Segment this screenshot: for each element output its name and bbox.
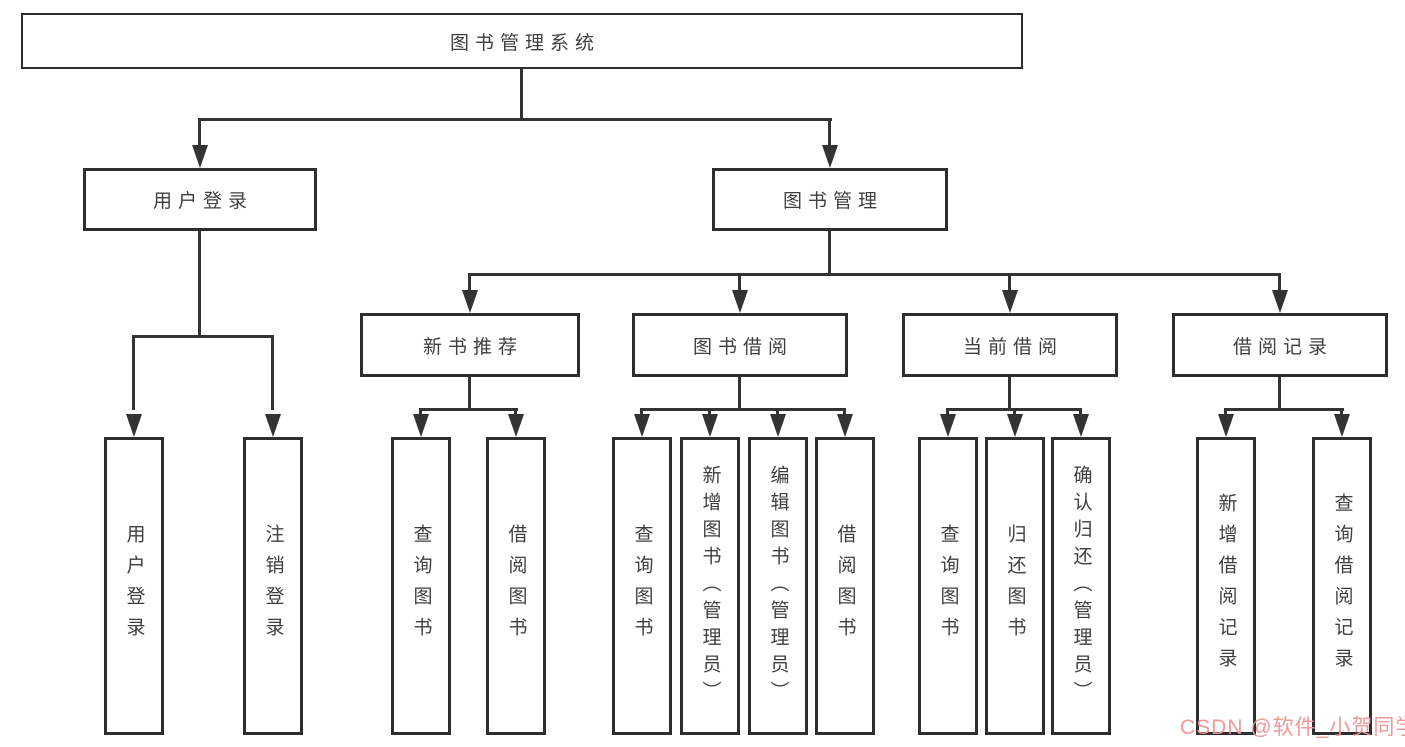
arrow-to-leaf-logout [265,414,281,437]
connector-br-leaf2-shaft [1340,408,1343,416]
connector-bb-leaf4-shaft [843,408,846,416]
leaf-bb-edit-books-admin: 编辑图书（管理员） [748,437,808,735]
node-borrowing-records: 借阅记录 [1172,313,1388,377]
node-book-management: 图书管理 [712,168,948,231]
arrow-to-br-add-record [1218,414,1234,437]
leaf-nb-borrow-books: 借阅图书 [486,437,546,735]
leaf-cb-return-books-label: 归还图书 [1004,524,1026,648]
arrow-to-bb-edit-books [770,414,786,437]
connector-nb-leaf2-shaft [514,408,517,416]
leaf-nb-borrow-books-label: 借阅图书 [505,524,527,648]
connector-login-leaf1-shaft [132,335,135,410]
leaf-user-login-label: 用户登录 [123,524,145,648]
connector-records-group-hbar [1224,408,1344,411]
connector-bb-leaf1-shaft [640,408,643,416]
arrow-to-user-login [192,145,208,168]
leaf-logout-label: 注销登录 [262,524,284,648]
arrow-to-leaf-user-login [126,414,142,437]
node-root-label: 图书管理系统 [449,32,600,54]
node-new-book-recommend-label: 新书推荐 [422,336,523,358]
connector-login-group-stub [198,231,201,336]
connector-cb-leaf3-shaft [1079,408,1082,416]
connector-login-shaft [198,118,201,147]
node-book-management-label: 图书管理 [782,191,883,212]
arrow-to-nb-borrow-books [508,414,524,437]
connector-records-group-stub [1278,377,1281,408]
connector-borrowing-shaft [738,273,741,292]
node-new-book-recommend: 新书推荐 [360,313,580,377]
connector-root-stub [520,69,523,119]
connector-newbook-group-stub [468,377,471,408]
connector-login-group-hbar [132,335,274,338]
connector-login-leaf2-shaft [271,335,274,410]
node-current-borrowing: 当前借阅 [902,313,1118,377]
arrow-to-cb-confirm-return [1073,414,1089,437]
connector-level2-hbar [198,118,832,121]
watermark: CSDN @软件_小贺同学 [1180,716,1405,739]
leaf-nb-query-books-label: 查询图书 [410,524,432,648]
leaf-cb-confirm-return-admin: 确认归还（管理员） [1051,437,1111,735]
leaf-bb-edit-books-admin-label: 编辑图书（管理员） [767,464,789,708]
node-current-borrowing-label: 当前借阅 [962,336,1063,358]
connector-manage-group-stub [828,231,831,273]
leaf-bb-add-books-admin: 新增图书（管理员） [680,437,740,735]
connector-current-shaft [1008,273,1011,292]
connector-newbook-shaft [468,273,471,292]
connector-manage-shaft [828,118,831,147]
connector-level3-hbar [468,273,1281,276]
arrow-to-bb-query-books [634,414,650,437]
node-book-borrowing-label: 图书借阅 [692,336,793,358]
connector-cb-leaf1-shaft [946,408,949,416]
leaf-bb-borrow-books: 借阅图书 [815,437,875,735]
arrow-to-cb-query-books [940,414,956,437]
leaf-cb-query-books-label: 查询图书 [937,524,959,648]
arrow-to-borrowing-records [1272,290,1288,313]
connector-nb-leaf1-shaft [419,408,422,416]
node-root: 图书管理系统 [21,13,1023,69]
node-book-borrowing: 图书借阅 [632,313,848,377]
connector-bb-leaf3-shaft [776,408,779,416]
connector-records-shaft [1278,273,1281,292]
connector-bb-leaf2-shaft [708,408,711,416]
arrow-to-book-management [822,145,838,168]
arrow-to-new-book [462,290,478,313]
arrow-to-bb-borrow-books [837,414,853,437]
leaf-logout: 注销登录 [243,437,303,735]
leaf-cb-return-books: 归还图书 [985,437,1045,735]
leaf-br-add-record: 新增借阅记录 [1196,437,1256,735]
leaf-cb-confirm-return-admin-label: 确认归还（管理员） [1070,464,1092,708]
leaf-bb-query-books-label: 查询图书 [631,524,653,648]
arrow-to-nb-query-books [413,414,429,437]
connector-current-group-stub [1008,377,1011,408]
node-borrowing-records-label: 借阅记录 [1232,336,1333,358]
connector-borrowing-group-hbar [640,408,846,411]
arrow-to-book-borrowing [732,290,748,313]
connector-borrowing-group-stub [738,377,741,408]
leaf-bb-query-books: 查询图书 [612,437,672,735]
leaf-cb-query-books: 查询图书 [918,437,978,735]
leaf-br-add-record-label: 新增借阅记录 [1215,493,1237,679]
node-user-login-label: 用户登录 [152,191,253,212]
arrow-to-cb-return-books [1007,414,1023,437]
node-user-login: 用户登录 [83,168,317,231]
connector-newbook-group-hbar [419,408,518,411]
leaf-br-query-record: 查询借阅记录 [1312,437,1372,735]
connector-cb-leaf2-shaft [1013,408,1016,416]
arrow-to-bb-add-books [702,414,718,437]
leaf-nb-query-books: 查询图书 [391,437,451,735]
leaf-br-query-record-label: 查询借阅记录 [1331,493,1353,679]
arrow-to-current-borrowing [1002,290,1018,313]
leaf-bb-borrow-books-label: 借阅图书 [834,524,856,648]
arrow-to-br-query-record [1334,414,1350,437]
leaf-bb-add-books-admin-label: 新增图书（管理员） [699,464,721,708]
connector-br-leaf1-shaft [1224,408,1227,416]
leaf-user-login: 用户登录 [104,437,164,735]
